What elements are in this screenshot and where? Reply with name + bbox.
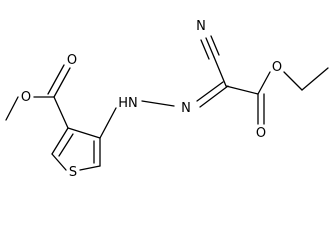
bond-c2-c3 [51, 127, 69, 155]
bond-ch2-ch3 [301, 67, 329, 91]
bond-cn-triple-b [210, 35, 220, 56]
ester-carbonyl-oxygen-label: O [256, 126, 266, 141]
bond-carbonyl-o-double-b [47, 64, 65, 95]
bond-carbonyl-o-double-a [53, 67, 71, 98]
structure-diagram: N O O HN N O O S [5, 19, 329, 180]
bond-c3-s [51, 153, 67, 171]
nitrile-nitrogen-label: N [196, 19, 206, 34]
bond-cn-triple-c [200, 39, 210, 60]
bond-o-ch2 [283, 71, 303, 91]
bond-cn-triple-a [205, 37, 215, 58]
azo-nitrogen-label: N [181, 101, 191, 116]
bond-nh-n [141, 100, 175, 107]
bond-c-cn [213, 56, 227, 87]
bond-c2-carbonyl [53, 96, 69, 129]
bond-n-c-double-a [199, 85, 229, 108]
molecule-canvas: N O O HN N O O S [5, 19, 329, 180]
bond-c-ester [225, 85, 259, 95]
bond-n-c-double-b [196, 81, 224, 102]
bond-c5-c2 [67, 127, 101, 139]
bond-omethoxy-methyl [5, 96, 19, 121]
bond-s-c4 [79, 165, 101, 171]
methoxy-oxygen-label: O [21, 90, 31, 105]
nh-label: HN [118, 96, 138, 111]
methyl-ester-carbonyl-oxygen-label: O [67, 53, 77, 68]
bond-ester-o-single [257, 71, 271, 95]
thiophene-sulfur-label: S [69, 165, 77, 180]
ester-link-oxygen-label: O [272, 60, 282, 75]
bond-c2-c3-inner [58, 133, 74, 157]
bond-c5-nh [99, 107, 117, 139]
